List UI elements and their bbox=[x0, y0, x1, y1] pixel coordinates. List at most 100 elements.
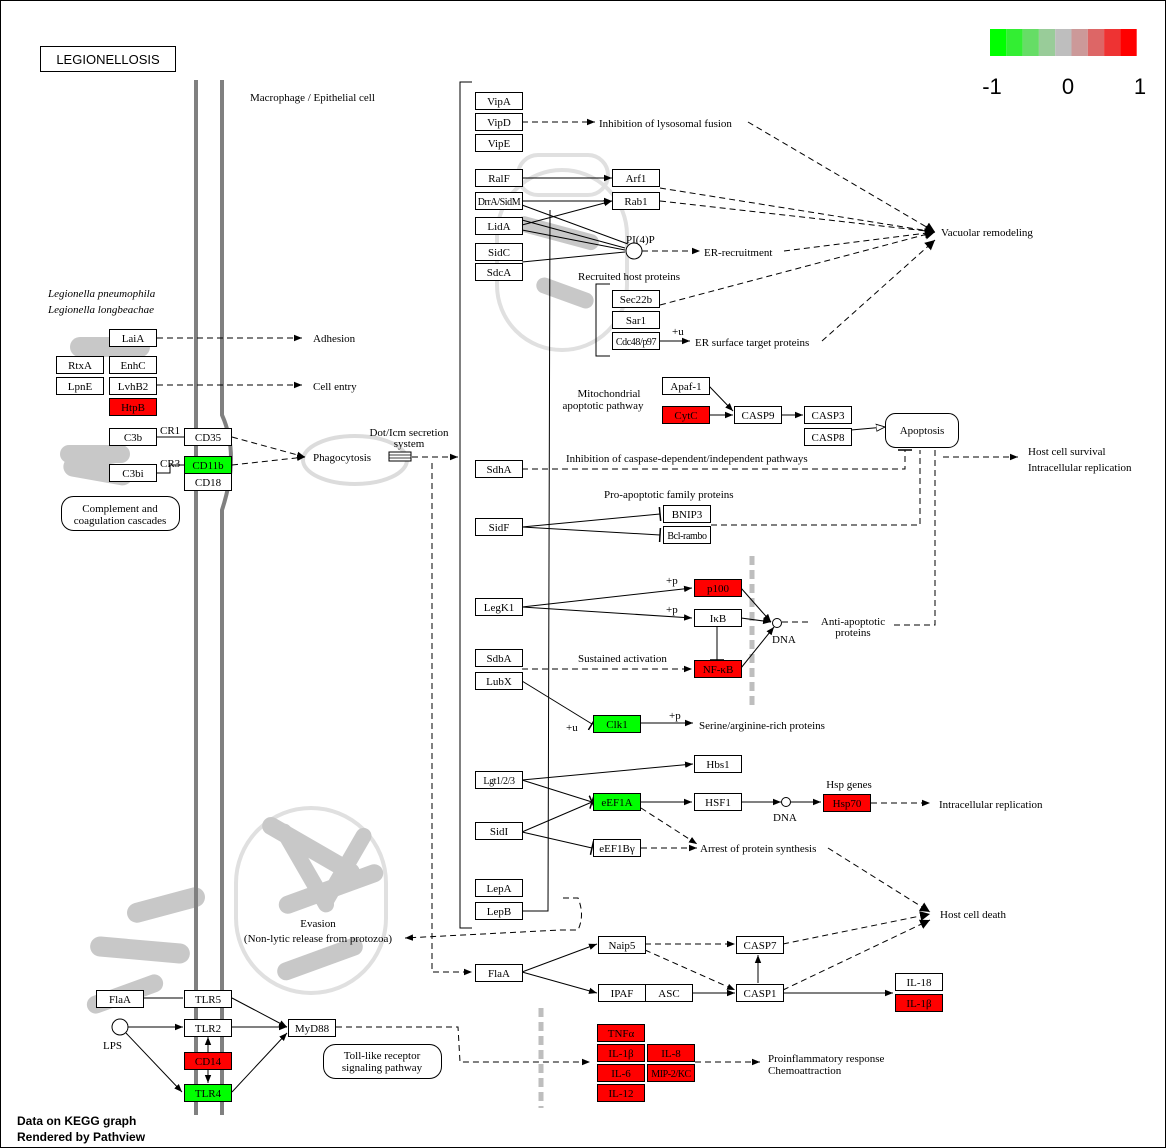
gene-box bbox=[56, 356, 104, 374]
gene-node-ralf[interactable]: RalF bbox=[475, 169, 523, 187]
gene-node-il1b2[interactable]: IL-1β bbox=[895, 994, 943, 1012]
gene-node-vipe[interactable]: VipE bbox=[475, 134, 523, 152]
gene-node-enhc[interactable]: EnhC bbox=[109, 356, 157, 374]
gene-node-cd18[interactable]: CD18 bbox=[184, 473, 232, 491]
gene-node-hsf1[interactable]: HSF1 bbox=[694, 793, 742, 811]
gene-node-bclrambo[interactable]: Bcl-rambo bbox=[663, 526, 711, 544]
gene-box bbox=[475, 243, 523, 261]
gene-node-hbs1[interactable]: Hbs1 bbox=[694, 755, 742, 773]
gene-node-tlr2[interactable]: TLR2 bbox=[184, 1019, 232, 1037]
gene-node-cytc[interactable]: CytC bbox=[662, 406, 710, 424]
gene-node-sdba[interactable]: SdbA bbox=[475, 649, 523, 667]
gene-node-sdha[interactable]: SdhA bbox=[475, 460, 523, 478]
gene-box bbox=[663, 526, 711, 544]
gene-box bbox=[804, 406, 852, 424]
gene-node-cdc48[interactable]: Cdc48/p97 bbox=[612, 332, 660, 350]
gene-node-lepa[interactable]: LepA bbox=[475, 879, 523, 897]
gene-node-ipaf[interactable]: IPAF bbox=[598, 984, 646, 1002]
gene-node-vipa[interactable]: VipA bbox=[475, 92, 523, 110]
label-serine: Serine/arginine-rich proteins bbox=[699, 720, 825, 732]
gene-node-lpne[interactable]: LpnE bbox=[56, 377, 104, 395]
gene-node-casp9[interactable]: CASP9 bbox=[734, 406, 782, 424]
gene-box bbox=[184, 428, 232, 446]
label-dna-2: DNA bbox=[773, 812, 797, 824]
gene-node-hsp70[interactable]: Hsp70 bbox=[823, 794, 871, 812]
gene-node-tlr5[interactable]: TLR5 bbox=[184, 990, 232, 1008]
gene-node-sidi[interactable]: SidI bbox=[475, 822, 523, 840]
gene-node-vipd[interactable]: VipD bbox=[475, 113, 523, 131]
gene-node-sec22b[interactable]: Sec22b bbox=[612, 290, 660, 308]
gene-node-eef1a[interactable]: eEF1A bbox=[593, 793, 641, 811]
label-er-surface: ER surface target proteins bbox=[695, 337, 809, 349]
gene-node-lida[interactable]: LidA bbox=[475, 217, 523, 235]
gene-box bbox=[475, 92, 523, 110]
gene-node-cd11b[interactable]: CD11b bbox=[184, 456, 232, 474]
gene-node-c3bi[interactable]: C3bi bbox=[109, 464, 157, 482]
gene-node-laia[interactable]: LaiA bbox=[109, 329, 157, 347]
gene-node-cd14[interactable]: CD14 bbox=[184, 1052, 232, 1070]
label-arrest: Arrest of protein synthesis bbox=[700, 843, 816, 855]
gene-node-il1b[interactable]: IL-1β bbox=[597, 1044, 645, 1062]
gene-box bbox=[612, 332, 660, 350]
gene-box bbox=[475, 902, 523, 920]
gene-node-sidf[interactable]: SidF bbox=[475, 518, 523, 536]
gene-node-sdca[interactable]: SdcA bbox=[475, 263, 523, 281]
gene-node-il8[interactable]: IL-8 bbox=[647, 1044, 695, 1062]
gene-box bbox=[475, 672, 523, 690]
gene-node-bnip3[interactable]: BNIP3 bbox=[663, 505, 711, 523]
gene-box bbox=[598, 984, 646, 1002]
label-mito-2: apoptotic pathway bbox=[563, 400, 644, 412]
gene-node-cd35[interactable]: CD35 bbox=[184, 428, 232, 446]
gene-node-lgt[interactable]: Lgt1/2/3 bbox=[475, 771, 523, 789]
gene-node-sidc[interactable]: SidC bbox=[475, 243, 523, 261]
gene-node-sar1[interactable]: Sar1 bbox=[612, 311, 660, 329]
gene-node-ikb[interactable]: IκB bbox=[694, 609, 742, 627]
gene-node-lepb[interactable]: LepB bbox=[475, 902, 523, 920]
gene-box bbox=[734, 406, 782, 424]
legend-swatch bbox=[990, 29, 1007, 56]
gene-node-casp8[interactable]: CASP8 bbox=[804, 428, 852, 446]
gene-node-asc[interactable]: ASC bbox=[645, 984, 693, 1002]
gene-node-eef1by[interactable]: eEF1Bγ bbox=[593, 839, 641, 857]
gene-box bbox=[597, 1064, 645, 1082]
gene-node-p100[interactable]: p100 bbox=[694, 579, 742, 597]
gene-node-flaa1[interactable]: FlaA bbox=[96, 990, 144, 1008]
gene-box bbox=[597, 1044, 645, 1062]
gene-node-naip5[interactable]: Naip5 bbox=[598, 936, 646, 954]
gene-node-lubx[interactable]: LubX bbox=[475, 672, 523, 690]
gene-node-drrA[interactable]: DrrA/SidM bbox=[475, 192, 523, 210]
gene-node-casp1[interactable]: CASP1 bbox=[736, 984, 784, 1002]
gene-node-lvhb2[interactable]: LvhB2 bbox=[109, 377, 157, 395]
gene-node-tlr4[interactable]: TLR4 bbox=[184, 1084, 232, 1102]
gene-node-casp7[interactable]: CASP7 bbox=[736, 936, 784, 954]
gene-box bbox=[662, 377, 710, 395]
gene-node-mip2[interactable]: MIP-2/KC bbox=[647, 1064, 695, 1082]
gene-node-htpb[interactable]: HtpB bbox=[109, 398, 157, 416]
gene-node-rtxa[interactable]: RtxA bbox=[56, 356, 104, 374]
label-antiapoptotic-2: proteins bbox=[835, 627, 870, 639]
label-proinflammatory-2: Chemoattraction bbox=[768, 1065, 842, 1077]
gene-node-il12[interactable]: IL-12 bbox=[597, 1084, 645, 1102]
complement-map-label-1: Complement and bbox=[82, 503, 158, 515]
gene-node-legk1[interactable]: LegK1 bbox=[475, 598, 523, 616]
gene-node-apaf1[interactable]: Apaf-1 bbox=[662, 377, 710, 395]
gene-node-myd88[interactable]: MyD88 bbox=[288, 1019, 336, 1037]
apoptosis-map[interactable] bbox=[885, 413, 959, 448]
label-recruited: Recruited host proteins bbox=[578, 271, 680, 283]
gene-node-nfkb[interactable]: NF-κB bbox=[694, 660, 742, 678]
gene-box bbox=[736, 984, 784, 1002]
gene-node-tnfa[interactable]: TNFα bbox=[597, 1024, 645, 1042]
complement-map[interactable] bbox=[61, 496, 180, 531]
gene-node-c3b[interactable]: C3b bbox=[109, 428, 157, 446]
gene-node-casp3[interactable]: CASP3 bbox=[804, 406, 852, 424]
gene-node-il6[interactable]: IL-6 bbox=[597, 1064, 645, 1082]
tlr-signaling-map[interactable] bbox=[323, 1044, 442, 1079]
gene-node-arf1[interactable]: Arf1 bbox=[612, 169, 660, 187]
label-proapoptotic: Pro-apoptotic family proteins bbox=[604, 489, 734, 501]
legend-swatch bbox=[1022, 29, 1039, 56]
gene-node-rab1[interactable]: Rab1 bbox=[612, 192, 660, 210]
label-host-death: Host cell death bbox=[940, 909, 1006, 921]
gene-node-il18[interactable]: IL-18 bbox=[895, 973, 943, 991]
gene-node-flaa2[interactable]: FlaA bbox=[475, 964, 523, 982]
gene-node-clk1[interactable]: Clk1 bbox=[593, 715, 641, 733]
